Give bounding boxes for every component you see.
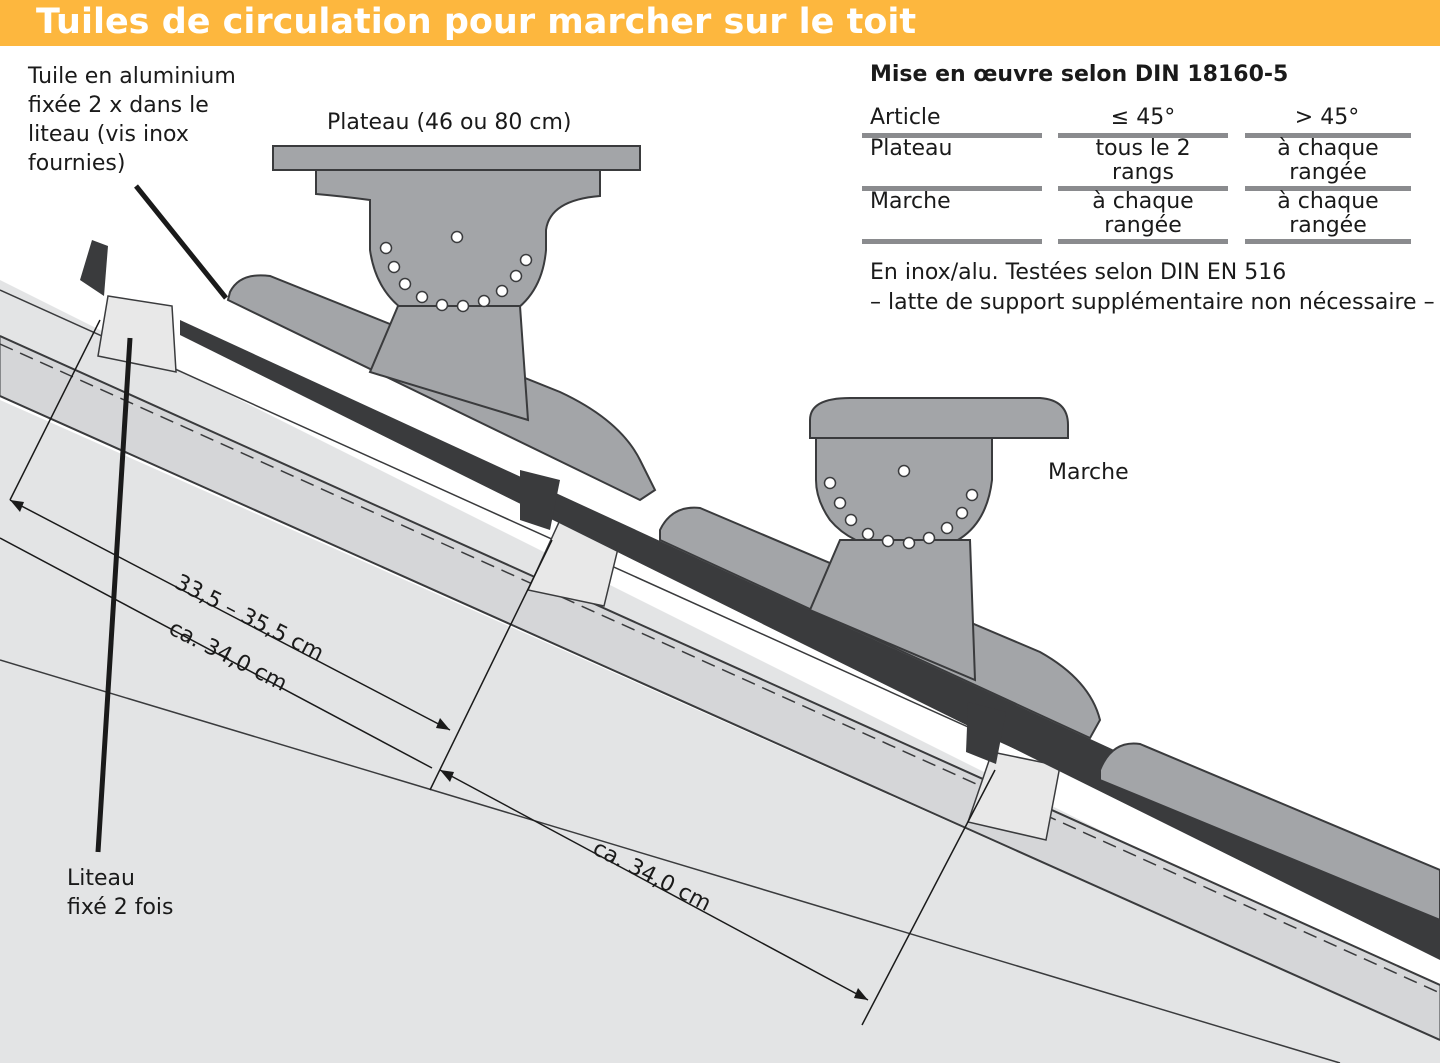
note-support: – latte de support supplémentaire non né…	[870, 290, 1435, 315]
tuile-leader	[134, 184, 228, 300]
tile-hooks	[80, 240, 1006, 764]
table-rule	[862, 133, 1042, 138]
table-header-article: Article	[870, 105, 941, 130]
table-rule	[1058, 133, 1228, 138]
table-rule	[1245, 239, 1411, 244]
table-rule	[862, 239, 1042, 244]
label-liteau: Liteau fixé 2 fois	[67, 866, 174, 920]
label-marche: Marche	[1048, 460, 1129, 485]
roof-panel-lower	[0, 400, 1440, 1063]
table-row-plateau-gt45: à chaque rangée	[1277, 136, 1379, 185]
table-rule	[1245, 133, 1411, 138]
table-rule	[1058, 239, 1228, 244]
table-rule	[1245, 186, 1411, 191]
table-heading: Mise en œuvre selon DIN 18160-5	[870, 62, 1289, 87]
liteau-leader	[95, 337, 133, 853]
tile-underlay	[180, 320, 1440, 960]
note-material: En inox/alu. Testées selon DIN EN 516	[870, 260, 1287, 285]
table-header-le45: ≤ 45°	[1110, 105, 1176, 130]
label-plateau: Plateau (46 ou 80 cm)	[327, 110, 572, 135]
plateau-holes	[379, 230, 533, 313]
dimension-lines	[0, 319, 996, 1026]
table-row-marche-le45: à chaque rangée	[1092, 189, 1194, 238]
marche-holes	[823, 464, 979, 550]
table-row-marche-article: Marche	[870, 189, 951, 214]
label-tuile-aluminium: Tuile en aluminium fixée 2 x dans le lit…	[28, 64, 236, 176]
table-row-plateau-le45: tous le 2 rangs	[1095, 136, 1191, 185]
plateau-step-drawing	[272, 145, 641, 422]
title-bar	[0, 0, 1440, 46]
table-rule	[862, 186, 1042, 191]
table-header-gt45: > 45°	[1294, 105, 1360, 130]
table-row-plateau-article: Plateau	[870, 136, 953, 161]
page-title: Tuiles de circulation pour marcher sur l…	[36, 2, 917, 42]
table-row-marche-gt45: à chaque rangée	[1277, 189, 1379, 238]
roof-section-drawing	[0, 145, 1440, 1063]
dimension-arrows	[10, 500, 868, 1000]
table-rule	[1058, 186, 1228, 191]
